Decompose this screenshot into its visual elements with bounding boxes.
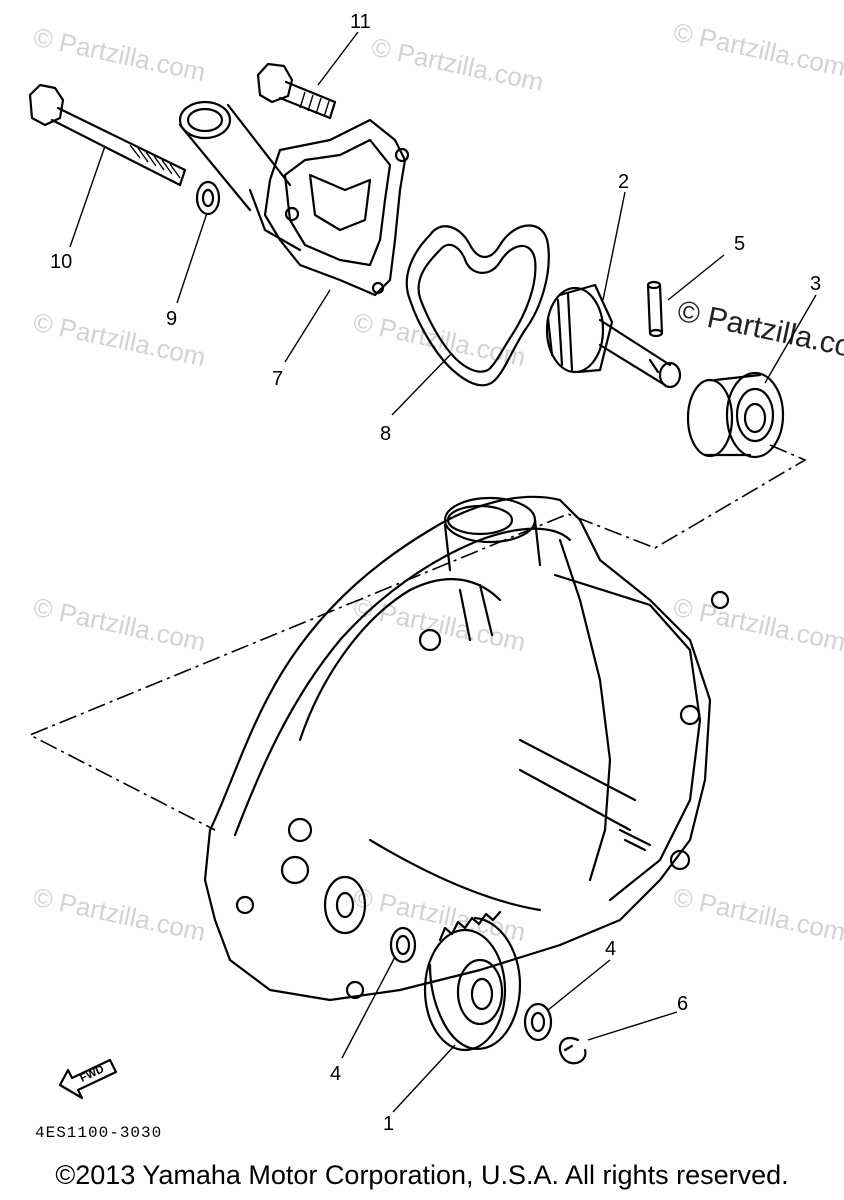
callout-10: 10: [50, 251, 72, 273]
crankcase-cover: [203, 495, 730, 1002]
callout-9: 9: [166, 308, 177, 330]
callout-11: 11: [350, 11, 371, 33]
bearing: [686, 371, 785, 459]
callout-labels: 1 2 3 4 4 5 6 7 8 9 10 11: [50, 11, 821, 1135]
assembly-centerline: [28, 444, 807, 831]
callout-4-left: 4: [330, 1063, 341, 1085]
long-bolt: [28, 83, 187, 187]
callout-2: 2: [618, 171, 629, 193]
forward-arrow-icon: FWD: [58, 1058, 118, 1100]
diagram-canvas: © Partzilla.com © Partzilla.com © Partzi…: [28, 11, 844, 1142]
callout-3: 3: [810, 273, 821, 295]
circlip: [558, 1037, 587, 1065]
short-bolt: [256, 62, 337, 120]
watermark: © Partzilla.com: [671, 882, 844, 948]
fwd-label: FWD: [78, 1063, 106, 1084]
watermark: © Partzilla.com: [31, 592, 209, 658]
watermark: © Partzilla.com: [671, 592, 844, 658]
callout-4-right: 4: [605, 938, 616, 960]
watermark: © Partzilla.com: [31, 882, 209, 948]
leader-lines: [69, 31, 817, 1113]
washer-lower-left: [389, 926, 417, 964]
water-pump-housing: [178, 100, 410, 297]
watermark: © Partzilla.com: [671, 17, 844, 83]
callout-7: 7: [272, 368, 283, 390]
impeller-gear: [423, 910, 522, 1052]
watermark: © Partzilla.com: [351, 592, 529, 658]
diagram-code: 4ES1100-3030: [35, 1124, 162, 1142]
watermark-prominent: © Partzilla.com: [675, 295, 844, 369]
bolt-washer: [195, 180, 221, 216]
watermark-layer: © Partzilla.com © Partzilla.com © Partzi…: [31, 17, 844, 948]
watermark: © Partzilla.com: [31, 307, 209, 373]
watermark: © Partzilla.com: [351, 882, 529, 948]
callout-6: 6: [677, 993, 688, 1015]
watermark: © Partzilla.com: [369, 32, 547, 98]
washer-lower-right: [523, 1002, 553, 1042]
impeller-shaft: [545, 283, 682, 389]
callout-8: 8: [380, 423, 391, 445]
callout-5: 5: [734, 233, 745, 255]
copyright-notice: ©2013 Yamaha Motor Corporation, U.S.A. A…: [55, 1160, 789, 1190]
housing-gasket: [405, 224, 550, 387]
watermark: © Partzilla.com: [31, 22, 209, 88]
callout-1: 1: [383, 1113, 394, 1135]
dowel-pin: [646, 280, 664, 338]
